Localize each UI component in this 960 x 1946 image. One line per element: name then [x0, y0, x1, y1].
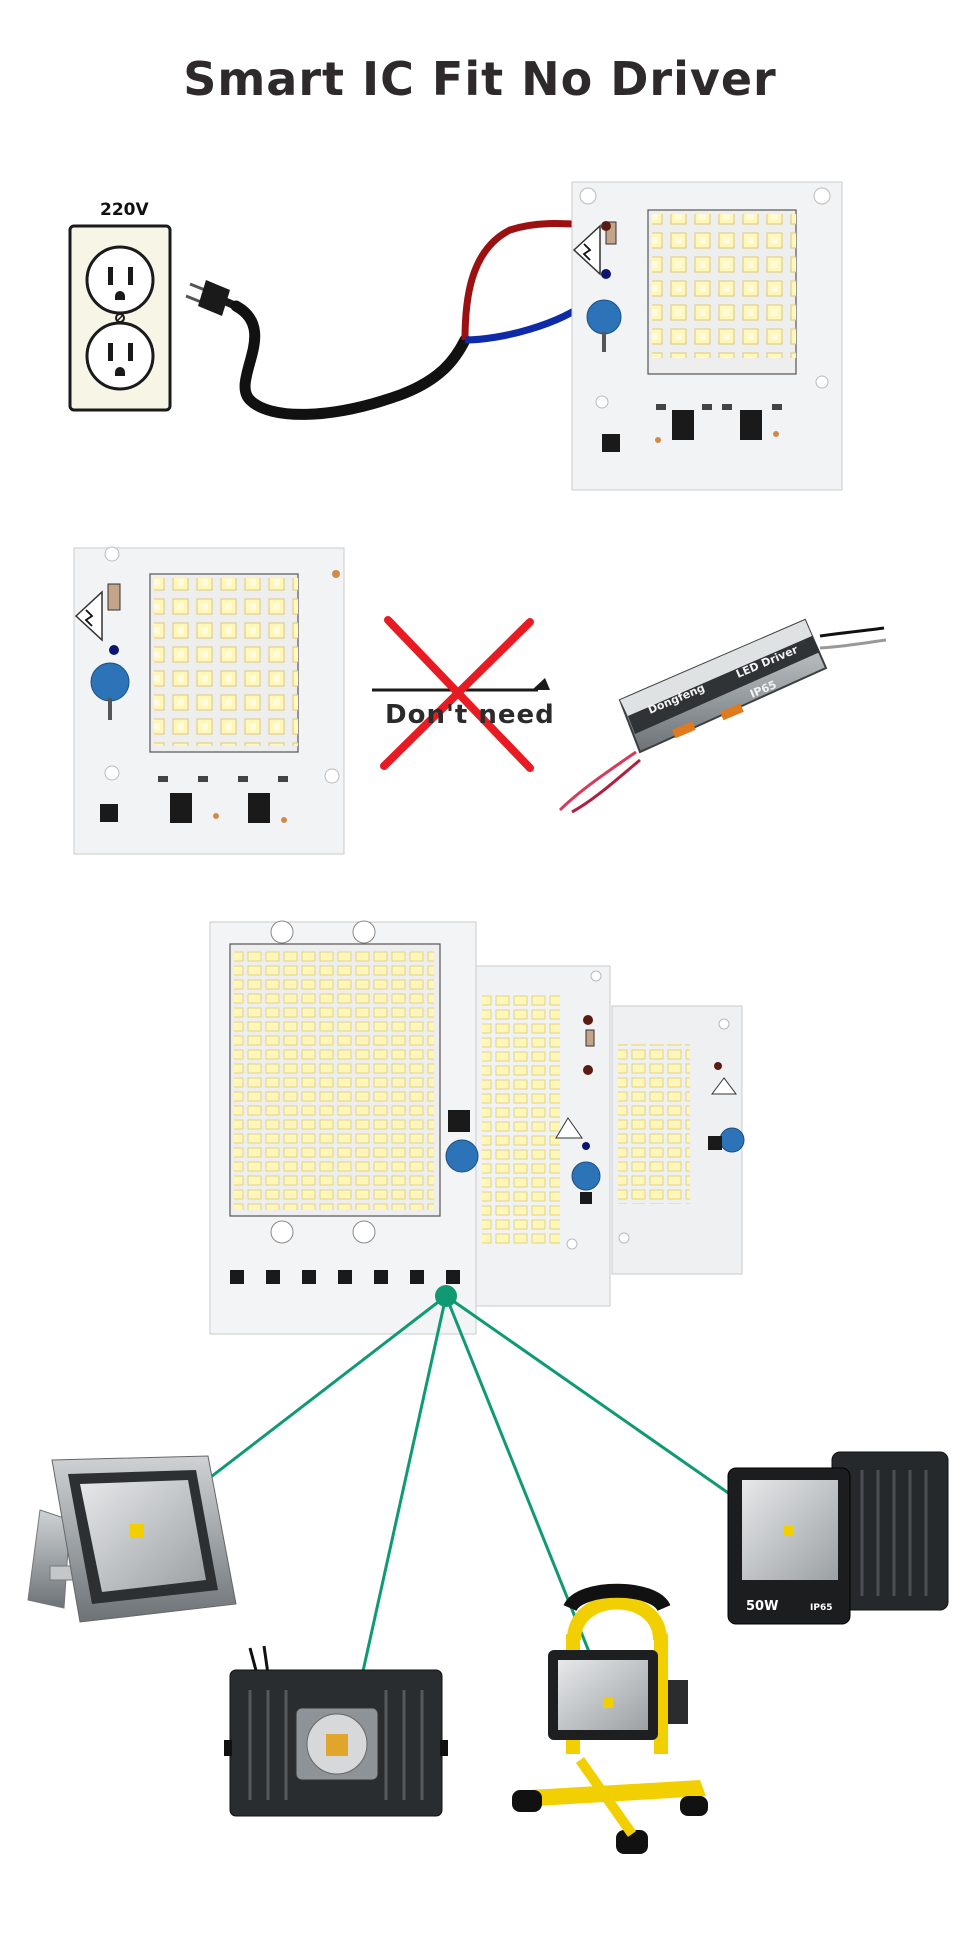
led-board-icon	[73, 546, 345, 855]
led-board-icon	[209, 920, 479, 1335]
page-title: Smart IC Fit No Driver	[183, 52, 777, 106]
power-cable	[230, 300, 471, 420]
dont-need-label: Don't need	[385, 700, 555, 730]
rating-badge: IP65	[810, 1603, 832, 1613]
plug-icon	[185, 280, 240, 316]
wattage-badge: 50W	[746, 1599, 778, 1614]
led-board-icon	[611, 1005, 745, 1275]
driver-box-icon: Dongfeng LED Driver IP65	[558, 618, 887, 814]
work-light-icon	[512, 1583, 708, 1854]
led-board-icon	[571, 181, 843, 491]
outlet-icon	[68, 224, 172, 412]
voltage-label: 220V	[100, 200, 149, 220]
floodlight-icon	[224, 1645, 448, 1817]
connector-hub	[435, 1285, 457, 1307]
floodlight-icon: 50W IP65	[727, 1451, 949, 1625]
cross-icon	[380, 616, 534, 772]
led-board-icon	[475, 965, 611, 1307]
floodlight-icon	[27, 1455, 237, 1623]
arrow-head-icon	[532, 678, 550, 690]
